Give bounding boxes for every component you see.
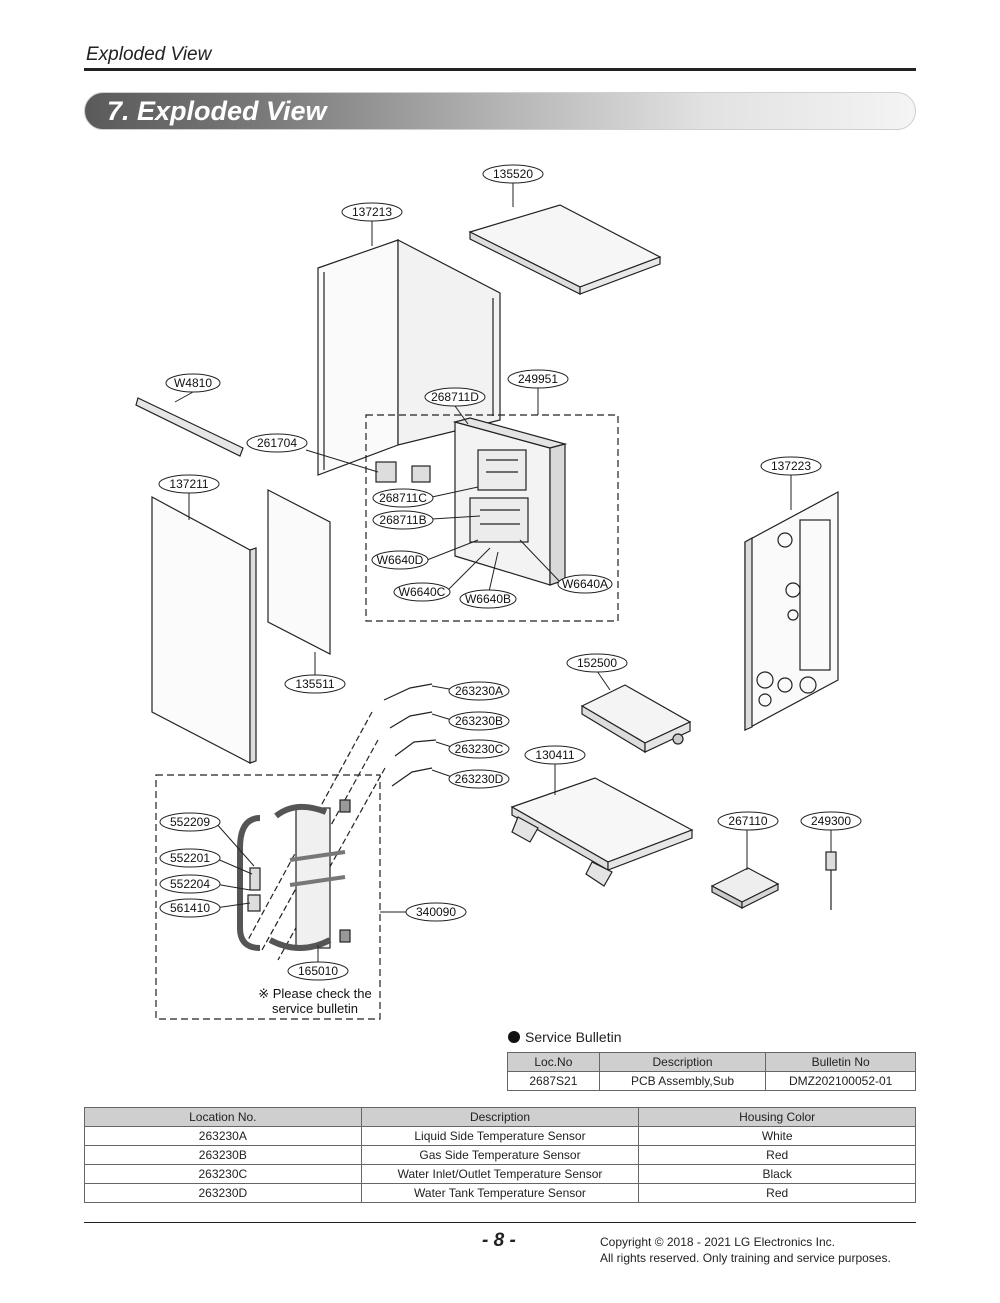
base-frame-part (510, 777, 694, 887)
section-title: 7. Exploded View (107, 96, 327, 126)
top-panel-part (468, 204, 662, 295)
callout-W6640A: W6640A (562, 577, 608, 591)
table-row: 263230C Water Inlet/Outlet Temperature S… (84, 1164, 916, 1184)
callout-W4810: W4810 (174, 376, 212, 390)
heat-exchanger-part (237, 799, 351, 951)
table-cell: White (638, 1126, 916, 1146)
table-row: 263230D Water Tank Temperature Sensor Re… (84, 1183, 916, 1203)
callout-268711D: 268711D (431, 390, 479, 404)
drain-pan-part (580, 684, 692, 754)
table-header-row: Location No. Description Housing Color (84, 1107, 916, 1127)
inner-panel-part (267, 489, 331, 655)
running-header: Exploded View (86, 44, 212, 65)
bullet-icon (508, 1031, 520, 1043)
table-cell: Red (638, 1145, 916, 1165)
callout-552204: 552204 (170, 877, 210, 891)
callout-263230C: 263230C (455, 742, 504, 756)
callout-137211: 137211 (169, 477, 208, 491)
callout-561410: 561410 (170, 901, 210, 915)
section-banner: 7. Exploded View (84, 92, 916, 130)
column-header: Description (598, 1052, 767, 1072)
bracket-part (135, 397, 244, 457)
column-header: Loc.No (507, 1052, 600, 1072)
table-row: 263230A Liquid Side Temperature Sensor W… (84, 1126, 916, 1146)
table-cell: PCB Assembly,Sub (598, 1071, 767, 1091)
callout-152500: 152500 (577, 656, 617, 670)
column-header: Bulletin No (765, 1052, 916, 1072)
table-cell: Liquid Side Temperature Sensor (360, 1126, 640, 1146)
table-cell: DMZ202100052-01 (765, 1071, 916, 1091)
sensor-wires-part (247, 683, 437, 961)
table-cell: 2687S21 (507, 1071, 600, 1091)
callout-261704: 261704 (257, 436, 297, 450)
copyright-notice: Copyright © 2018 - 2021 LG Electronics I… (600, 1235, 891, 1265)
callout-263230D: 263230D (455, 772, 504, 786)
callout-267110: 267110 (728, 814, 767, 828)
column-header: Location No. (84, 1107, 362, 1127)
callout-263230A: 263230A (455, 684, 503, 698)
callout-135511: 135511 (295, 677, 334, 691)
column-header: Description (360, 1107, 640, 1127)
table-cell: 263230C (84, 1164, 362, 1184)
callout-552201: 552201 (170, 851, 210, 865)
callout-137223: 137223 (771, 459, 811, 473)
column-header: Housing Color (638, 1107, 916, 1127)
callout-268711B: 268711B (379, 513, 426, 527)
location-table: Location No. Description Housing Color 2… (84, 1107, 916, 1203)
service-bulletin-title: Service Bulletin (508, 1029, 622, 1045)
callout-130411: 130411 (535, 748, 574, 762)
side-panel-part (744, 490, 839, 732)
callout-135520: 135520 (493, 167, 533, 181)
table-header-row: Loc.No Description Bulletin No (507, 1052, 916, 1072)
valve-part (825, 851, 837, 910)
page-number: - 8 - (482, 1230, 516, 1251)
table-cell: 263230A (84, 1126, 362, 1146)
table-cell: Water Tank Temperature Sensor (360, 1183, 640, 1203)
callout-268711C: 268711C (379, 491, 427, 505)
callout-552209: 552209 (170, 815, 210, 829)
header-rule (84, 68, 916, 71)
callout-165010: 165010 (298, 964, 338, 978)
callout-249951: 249951 (518, 372, 558, 386)
table-cell: Black (638, 1164, 916, 1184)
pcb-part (710, 867, 780, 909)
table-cell: 263230D (84, 1183, 362, 1203)
control-box-part (375, 417, 568, 586)
callout-263230B: 263230B (455, 714, 503, 728)
callout-340090: 340090 (416, 905, 456, 919)
exploded-view-diagram: 135520 137213 W4810 249951 268711D 26170… (135, 164, 862, 1020)
footer-rule (84, 1222, 916, 1223)
callout-W6640B: W6640B (465, 592, 511, 606)
front-panel-part (151, 495, 257, 764)
table-row: 2687S21 PCB Assembly,Sub DMZ202100052-01 (507, 1071, 916, 1091)
service-bulletin-table: Loc.No Description Bulletin No 2687S21 P… (507, 1052, 916, 1091)
table-cell: 263230B (84, 1145, 362, 1165)
service-note-line2: service bulletin (272, 1001, 358, 1016)
callout-249300: 249300 (811, 814, 851, 828)
table-cell: Gas Side Temperature Sensor (360, 1145, 640, 1165)
table-cell: Water Inlet/Outlet Temperature Sensor (360, 1164, 640, 1184)
callout-137213: 137213 (352, 205, 392, 219)
service-note-line1: ※ Please check the (258, 986, 372, 1001)
callout-W6640D: W6640D (377, 553, 424, 567)
table-cell: Red (638, 1183, 916, 1203)
table-row: 263230B Gas Side Temperature Sensor Red (84, 1145, 916, 1165)
callout-W6640C: W6640C (399, 585, 446, 599)
